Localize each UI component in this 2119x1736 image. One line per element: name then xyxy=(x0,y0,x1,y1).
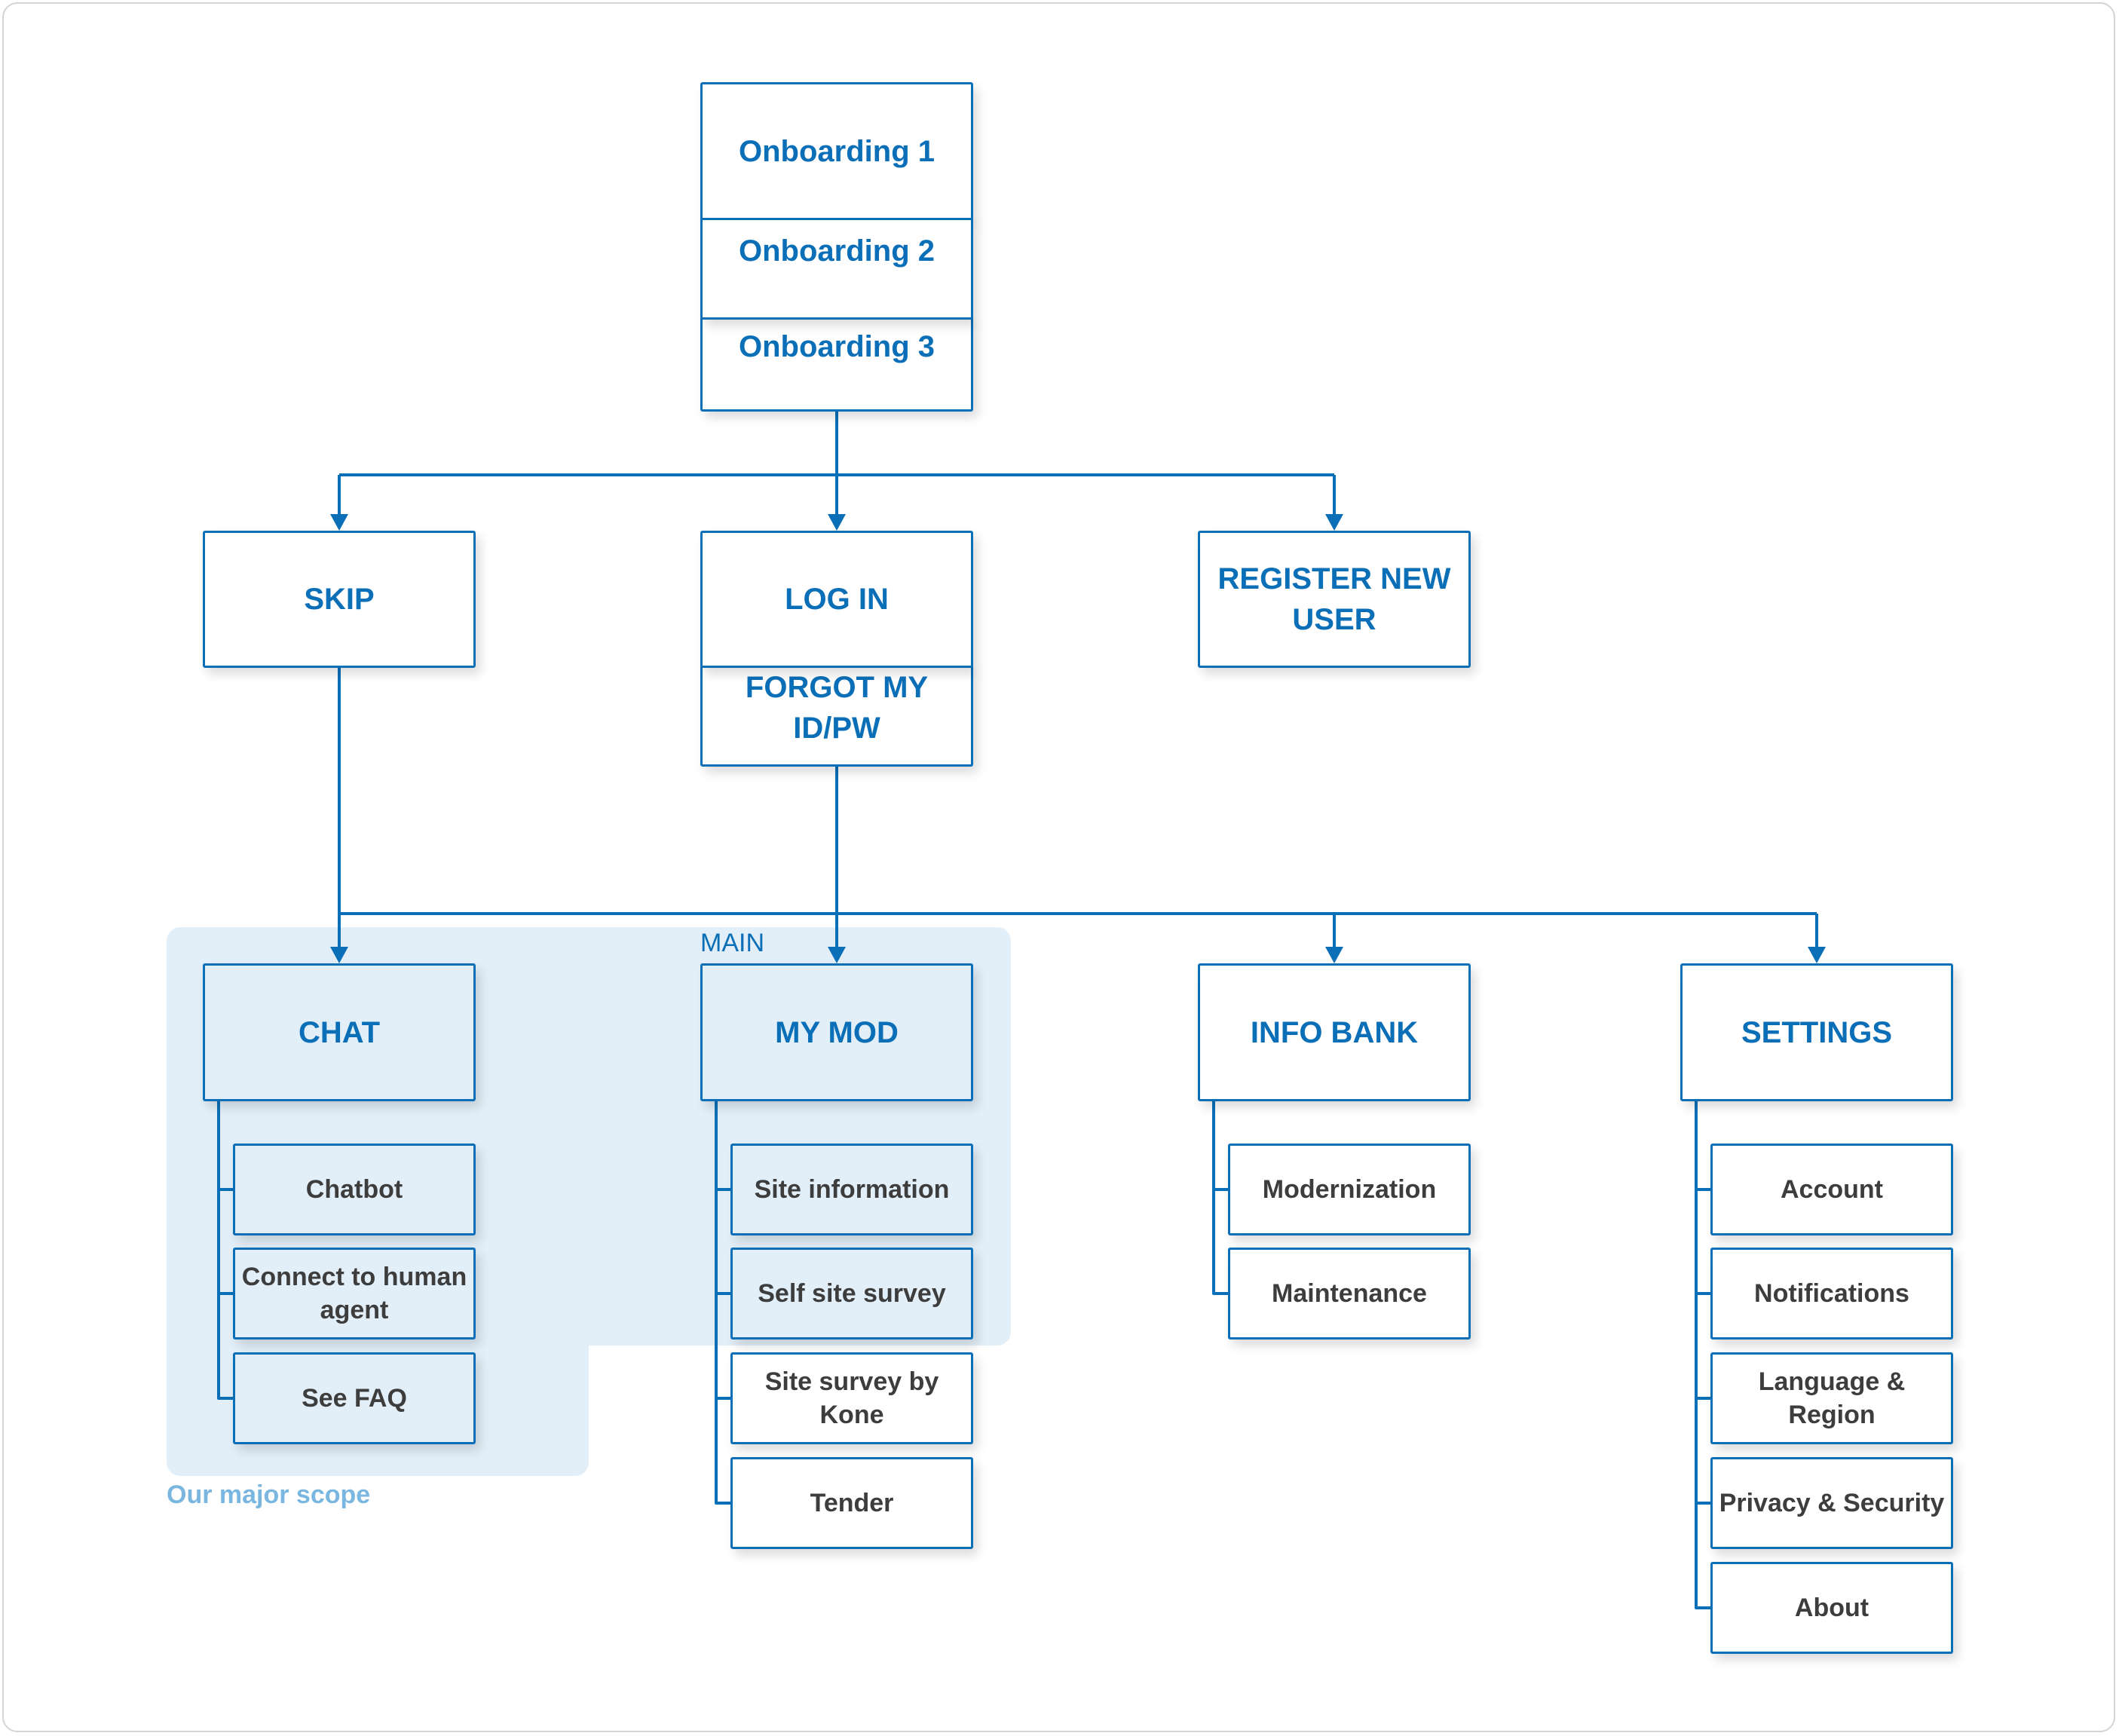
my-mod-node[interactable]: MY MOD xyxy=(700,963,973,1101)
chatbot-node[interactable]: Chatbot xyxy=(233,1144,476,1235)
site-information-node[interactable]: Site information xyxy=(730,1144,973,1235)
skip-node[interactable]: SKIP xyxy=(203,531,476,668)
arrow-settings xyxy=(1808,947,1826,963)
infobank-tree xyxy=(1212,1101,1229,1295)
arrow-infobank xyxy=(1325,947,1343,963)
forgot-id-pw-node[interactable]: FORGOT MY ID/PW xyxy=(700,665,973,767)
see-faq-node[interactable]: See FAQ xyxy=(233,1352,476,1444)
site-survey-by-kone-node[interactable]: Site survey by Kone xyxy=(730,1352,973,1444)
about-node[interactable]: About xyxy=(1710,1562,1953,1654)
onboarding-1-node[interactable]: Onboarding 1 xyxy=(700,82,973,221)
arrow-skip xyxy=(330,514,348,531)
language-region-node[interactable]: Language & Region xyxy=(1710,1352,1953,1444)
notifications-node[interactable]: Notifications xyxy=(1710,1248,1953,1340)
chat-node[interactable]: CHAT xyxy=(203,963,476,1101)
scope-label: Our major scope xyxy=(167,1480,371,1509)
account-node[interactable]: Account xyxy=(1710,1144,1953,1235)
connect-to-human-agent-node[interactable]: Connect to human agent xyxy=(233,1248,476,1340)
arrow-mymod xyxy=(828,947,846,963)
self-site-survey-node[interactable]: Self site survey xyxy=(730,1248,973,1340)
onboarding-3-node[interactable]: Onboarding 3 xyxy=(700,317,973,412)
arrow-register xyxy=(1325,514,1343,531)
info-bank-node[interactable]: INFO BANK xyxy=(1198,963,1471,1101)
main-label: MAIN xyxy=(700,929,764,957)
maintenance-node[interactable]: Maintenance xyxy=(1228,1248,1471,1340)
modernization-node[interactable]: Modernization xyxy=(1228,1144,1471,1235)
tender-node[interactable]: Tender xyxy=(730,1457,973,1549)
onboarding-2-node[interactable]: Onboarding 2 xyxy=(700,218,973,320)
settings-node[interactable]: SETTINGS xyxy=(1680,963,1953,1101)
arrow-login xyxy=(828,514,846,531)
settings-tree xyxy=(1695,1101,1712,1609)
register-new-user-node[interactable]: REGISTER NEW USER xyxy=(1198,531,1471,668)
arrow-chat xyxy=(330,947,348,963)
mymod-tree xyxy=(715,1101,732,1505)
privacy-security-node[interactable]: Privacy & Security xyxy=(1710,1457,1953,1549)
chat-tree xyxy=(217,1101,234,1400)
login-node[interactable]: LOG IN xyxy=(700,531,973,668)
